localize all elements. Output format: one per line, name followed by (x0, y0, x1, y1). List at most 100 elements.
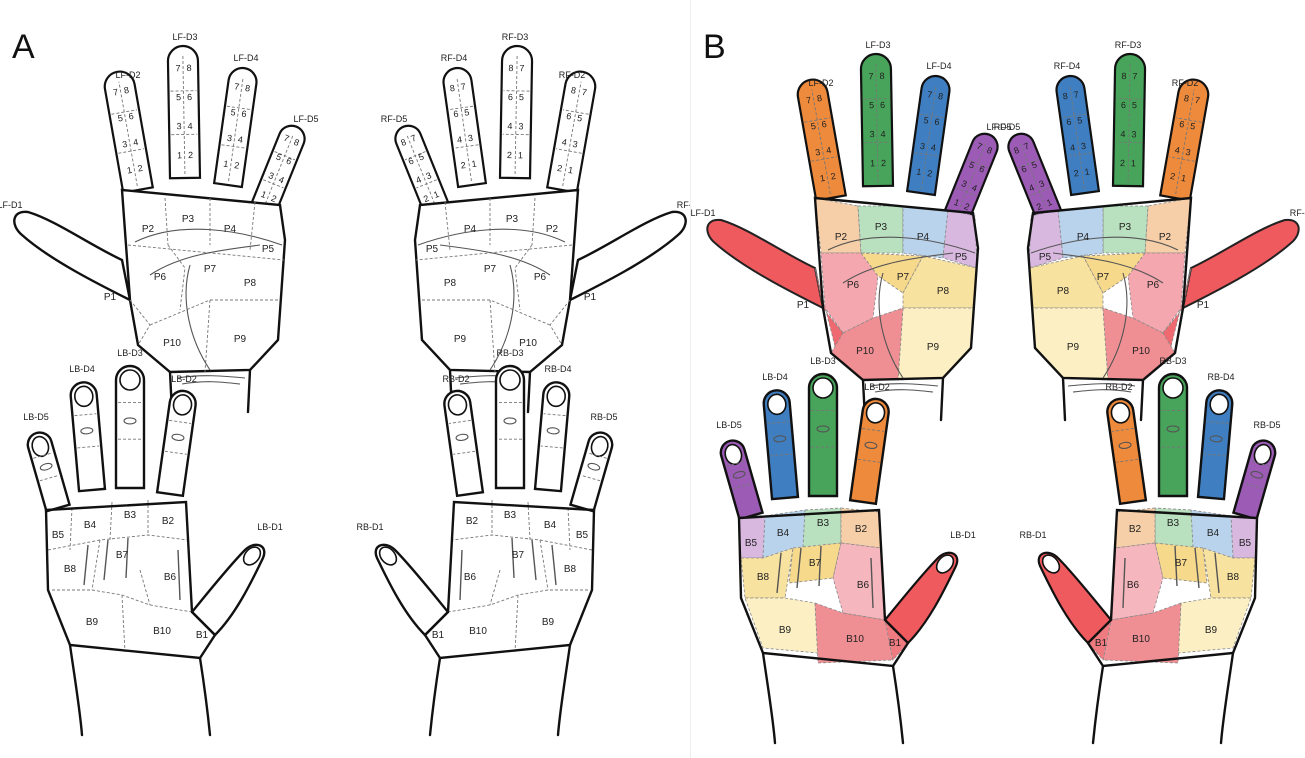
finger-d2 (443, 389, 483, 496)
back-label-b2: B2 (466, 516, 479, 527)
digit-label-lf-d3: LF-D3 (865, 40, 890, 50)
thumb-d1 (570, 212, 686, 300)
palm-label-p8: P8 (1057, 286, 1070, 297)
palm-label-p10: P10 (1132, 346, 1150, 357)
back-region-b5 (739, 516, 765, 558)
back-region-b5 (1231, 516, 1257, 558)
back-label-b8: B8 (757, 572, 770, 583)
digit-label-lb-d1: LB-D1 (950, 530, 976, 540)
digit-label-rb-d2: RB-D2 (442, 374, 469, 384)
finger-d3: 12345678 (1113, 54, 1145, 187)
segment-number-d3: 8 (508, 63, 513, 73)
back-label-b1: B1 (889, 638, 902, 649)
back-label-b4: B4 (777, 528, 790, 539)
hand-rf: 12345678123456781234567812345678P1P2P3P4… (994, 40, 1305, 420)
nail-d4 (74, 386, 94, 407)
tendon-1 (104, 540, 108, 580)
segment-number-d3: 5 (176, 92, 181, 102)
back-dash-5 (540, 540, 548, 590)
finger-d2 (157, 389, 197, 496)
palm-label-p9: P9 (1067, 342, 1080, 353)
digit-label-rb-d3: RB-D3 (496, 348, 523, 358)
palm-label-p2: P2 (142, 224, 155, 235)
palm-label-p8: P8 (244, 278, 257, 289)
panel-a: A 12345678123456781234567812345678P1P2P3… (0, 0, 690, 758)
palm-label-p1: P1 (584, 292, 597, 303)
back-dash-0 (568, 508, 570, 550)
finger-d4 (1198, 389, 1233, 499)
finger-d2: 12345678 (547, 69, 597, 192)
palm-label-p6: P6 (1147, 280, 1160, 291)
digit-label-rf-d5: RF-D5 (994, 122, 1021, 132)
back-dash-4 (448, 590, 548, 612)
segment-number-d3: 3 (177, 121, 182, 131)
back-dash-1 (528, 502, 530, 540)
finger-d4: 12345678 (442, 66, 486, 187)
digit-label-lb-d3: LB-D3 (810, 356, 836, 366)
back-label-b8: B8 (64, 564, 77, 575)
finger-d5 (718, 438, 763, 520)
back-label-b10: B10 (469, 626, 487, 637)
finger-d3 (116, 366, 144, 488)
back-label-b7: B7 (116, 550, 129, 561)
back-label-b7: B7 (1175, 558, 1188, 569)
hand-lf: 12345678123456781234567812345678P1P2P3P4… (691, 40, 1012, 420)
back-dash-6 (490, 570, 500, 605)
digit-label-rf-d3: RF-D3 (1115, 40, 1142, 50)
segment-number-d3: 6 (1121, 100, 1126, 110)
back-label-b3: B3 (817, 518, 830, 529)
back-label-b3: B3 (1167, 518, 1180, 529)
finger-d3 (809, 374, 837, 496)
digit-label-lf-d1: LF-D1 (0, 200, 23, 210)
back-label-b9: B9 (542, 617, 555, 628)
back-label-b10: B10 (153, 626, 171, 637)
back-label-b4: B4 (84, 520, 97, 531)
digit-label-lf-d2: LF-D2 (808, 78, 833, 88)
hand-map-colored-diagram: 12345678123456781234567812345678P1P2P3P4… (691, 0, 1305, 758)
palm-label-p2: P2 (835, 232, 848, 243)
hand-rb: B1B2B3B4B5B6B7B8B9B10RB-D1RB-D5RB-D4RB-D… (356, 348, 617, 735)
digit-label-rf-d1: RF-D1 (1290, 208, 1305, 218)
back-label-b8: B8 (1227, 572, 1240, 583)
segment-number-d3: 1 (177, 150, 182, 160)
palm-label-p1: P1 (797, 300, 810, 311)
segment-number-d3: 6 (880, 100, 885, 110)
nail-d3 (1163, 378, 1183, 398)
back-label-b1: B1 (196, 630, 209, 641)
back-label-b2: B2 (162, 516, 175, 527)
nail-d4 (1209, 394, 1229, 415)
palm-label-p8: P8 (444, 278, 457, 289)
back-dash-7 (515, 595, 518, 652)
finger-d4 (70, 381, 105, 491)
palm-label-p7: P7 (484, 264, 497, 275)
digit-label-rf-d2: RF-D2 (559, 70, 586, 80)
finger-d5 (25, 430, 70, 512)
palm-label-p8: P8 (937, 286, 950, 297)
finger-d3: 12345678 (500, 46, 532, 179)
digit-label-lf-d2: LF-D2 (115, 70, 140, 80)
finger-d3 (1159, 374, 1187, 496)
digit-label-lf-d3: LF-D3 (172, 32, 197, 42)
palm-label-p2: P2 (1159, 232, 1172, 243)
back-label-b5: B5 (576, 530, 589, 541)
finger-d4: 12345678 (907, 74, 951, 195)
panel-b: B 12345678123456781234567812345678P1P2P3… (690, 0, 1305, 758)
finger-d2 (850, 397, 890, 504)
segment-number-d3: 7 (175, 63, 180, 73)
palm-label-p4: P4 (464, 224, 477, 235)
back-label-b5: B5 (52, 530, 65, 541)
digit-label-lb-d2: LB-D2 (171, 374, 197, 384)
digit-label-lb-d2: LB-D2 (864, 382, 890, 392)
back-label-b1: B1 (432, 630, 445, 641)
hand-rb: B1B2B3B4B5B6B7B8B9B10RB-D1RB-D5RB-D4RB-D… (1019, 356, 1280, 743)
palm-label-p3: P3 (1119, 222, 1132, 233)
palm-label-p5: P5 (426, 244, 439, 255)
digit-label-rb-d2: RB-D2 (1105, 382, 1132, 392)
digit-label-lb-d3: LB-D3 (117, 348, 143, 358)
digit-label-rb-d1: RB-D1 (356, 522, 383, 532)
back-dash-3 (48, 535, 188, 550)
back-dash-6 (140, 570, 150, 605)
digit-label-lf-d5: LF-D5 (293, 114, 318, 124)
back-label-b2: B2 (1129, 524, 1142, 535)
